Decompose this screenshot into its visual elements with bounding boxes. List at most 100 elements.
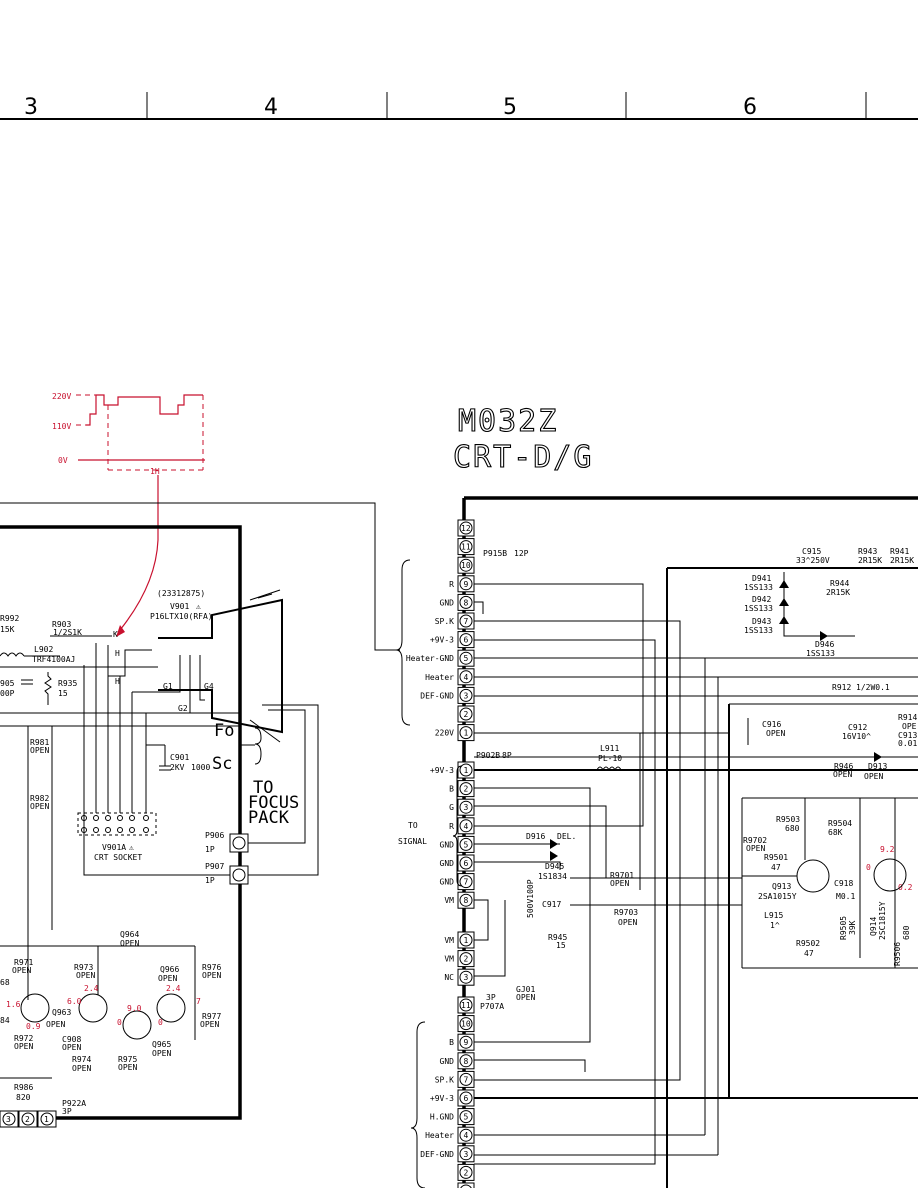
volt-2: 0.9 bbox=[26, 1022, 41, 1031]
d916-label: D916 bbox=[526, 832, 545, 841]
waveform-220v-label: 220V bbox=[52, 392, 71, 401]
r68-label: 68 bbox=[0, 978, 10, 987]
p902b-pins: 8P bbox=[502, 751, 512, 760]
crt-tube: (23312875) V901 ⚠ P16LTX10(RFA) H H K G1… bbox=[113, 589, 319, 876]
pin-circle bbox=[459, 651, 473, 665]
d913-label: D913 bbox=[868, 762, 887, 771]
pin-label: SP.K bbox=[435, 617, 454, 626]
pin-circle bbox=[459, 1017, 473, 1031]
pin-circle bbox=[459, 577, 473, 591]
r992-value: 15K bbox=[0, 625, 15, 634]
p_bottom-pin-row: 10 bbox=[457, 1015, 475, 1033]
pin-number: 4 bbox=[464, 673, 469, 682]
q913-label: Q913 bbox=[772, 882, 791, 891]
p922a-pins: 3P bbox=[62, 1107, 72, 1116]
pin-circle bbox=[459, 875, 473, 889]
volt-5: 9.0 bbox=[127, 1004, 142, 1013]
c918-value: M0.1 bbox=[836, 892, 855, 901]
pin-number: 4 bbox=[464, 1131, 469, 1140]
p922a-pin-3: 3 bbox=[6, 1115, 11, 1124]
pin-label: DEF-GND bbox=[420, 1150, 454, 1159]
q914-value: 2SC1815Y bbox=[878, 901, 887, 940]
c901-value: 2KV bbox=[170, 763, 185, 772]
p906-label: P906 bbox=[205, 831, 224, 840]
r971-value: OPEN bbox=[12, 966, 31, 975]
p_bottom-pin-row: 9B bbox=[449, 1033, 475, 1051]
r914-value: OPE bbox=[902, 722, 917, 731]
r977-value: OPEN bbox=[200, 1020, 219, 1029]
p922a-pin-1: 1 bbox=[44, 1115, 49, 1124]
socket-pin bbox=[105, 827, 111, 833]
pin-label: DEF-GND bbox=[420, 691, 454, 700]
crt-socket: V901A ⚠ CRT SOCKET bbox=[77, 643, 230, 876]
pin-circle bbox=[459, 688, 473, 702]
r9502-value: 47 bbox=[804, 949, 814, 958]
r975-label: R975 bbox=[118, 1055, 137, 1064]
socket-pin bbox=[117, 815, 123, 821]
volt-6: 0 bbox=[117, 1018, 122, 1027]
pin-circle bbox=[459, 952, 473, 966]
pin-number: 5 bbox=[464, 840, 469, 849]
r944-label: R944 bbox=[830, 579, 849, 588]
r903-label: R903 bbox=[52, 620, 71, 629]
pin-number: 4 bbox=[464, 822, 469, 831]
r9504-label: R9504 bbox=[828, 819, 852, 828]
pin-circle bbox=[459, 595, 473, 609]
p922a-pin-row: 3 2 1 bbox=[0, 1110, 57, 1128]
right-parts: C915 33^250V R943 2R15K R941 2R15K D941 … bbox=[474, 547, 918, 968]
pin-label: 220V bbox=[435, 729, 454, 738]
socket-pin bbox=[105, 815, 111, 821]
crt-pin-g2: G2 bbox=[178, 704, 188, 713]
q966-label: Q966 bbox=[160, 965, 179, 974]
r9703-label: R9703 bbox=[614, 908, 638, 917]
r9703-value: OPEN bbox=[618, 918, 637, 927]
r912-value: 1/2W0.1 bbox=[856, 683, 890, 692]
p902b-pin-row: 2B bbox=[449, 780, 475, 798]
l902-value: TRF4100AJ bbox=[32, 655, 75, 664]
socket-pin bbox=[93, 815, 99, 821]
waveform-period-label: 1H bbox=[150, 467, 160, 476]
socket-pin bbox=[117, 827, 123, 833]
r945-value: 15 bbox=[556, 941, 566, 950]
p902b-pin-row: 3G bbox=[449, 798, 475, 816]
r945-label: R945 bbox=[548, 933, 567, 942]
d941-label: D941 bbox=[752, 574, 771, 583]
pin-number: 5 bbox=[464, 654, 469, 663]
pin-label: GND bbox=[440, 840, 455, 849]
p907-label: P907 bbox=[205, 862, 224, 871]
pin-circle bbox=[459, 763, 473, 777]
pin-circle bbox=[459, 819, 473, 833]
pin-label: +9V-3 bbox=[430, 766, 454, 775]
pin-label: SP.K bbox=[435, 1075, 454, 1084]
q964-value: OPEN bbox=[120, 939, 139, 948]
pin-circle bbox=[459, 726, 473, 740]
d945-value: 1S1834 bbox=[538, 872, 567, 881]
to-focus-line1: TO bbox=[253, 778, 273, 798]
r943-value: 2R15K bbox=[858, 556, 882, 565]
r9502-label: R9502 bbox=[796, 939, 820, 948]
r941-label: R941 bbox=[890, 547, 909, 556]
c908-value: OPEN bbox=[62, 1043, 81, 1052]
p915b-pins: 12P bbox=[514, 549, 529, 558]
l911-label: L911 bbox=[600, 744, 619, 753]
r9505-label: R9505 bbox=[839, 916, 848, 940]
p906-pin: 1P bbox=[205, 845, 215, 854]
p915b-pin-row: 6+9V-3 bbox=[430, 631, 475, 649]
crt-part-number: (23312875) bbox=[157, 589, 205, 598]
pin-number: 9 bbox=[464, 580, 469, 589]
q963-label: Q963 bbox=[52, 1008, 71, 1017]
pin-circle bbox=[459, 540, 473, 554]
connector-bottom: 11109B8GND7SP.K6+9V-35H.GND4Heater3DEF-G… bbox=[420, 996, 475, 1188]
pin-label: GND bbox=[440, 1057, 455, 1066]
q965-value: OPEN bbox=[152, 1049, 171, 1058]
pin-circle bbox=[459, 558, 473, 572]
p_bottom-pin-row: 2 bbox=[457, 1163, 475, 1181]
screen-label: Sc bbox=[212, 754, 232, 774]
pin-circle bbox=[459, 707, 473, 721]
pin-number: 2 bbox=[464, 710, 469, 719]
pin-circle bbox=[459, 1054, 473, 1068]
volt-4: 2.4 bbox=[84, 984, 99, 993]
